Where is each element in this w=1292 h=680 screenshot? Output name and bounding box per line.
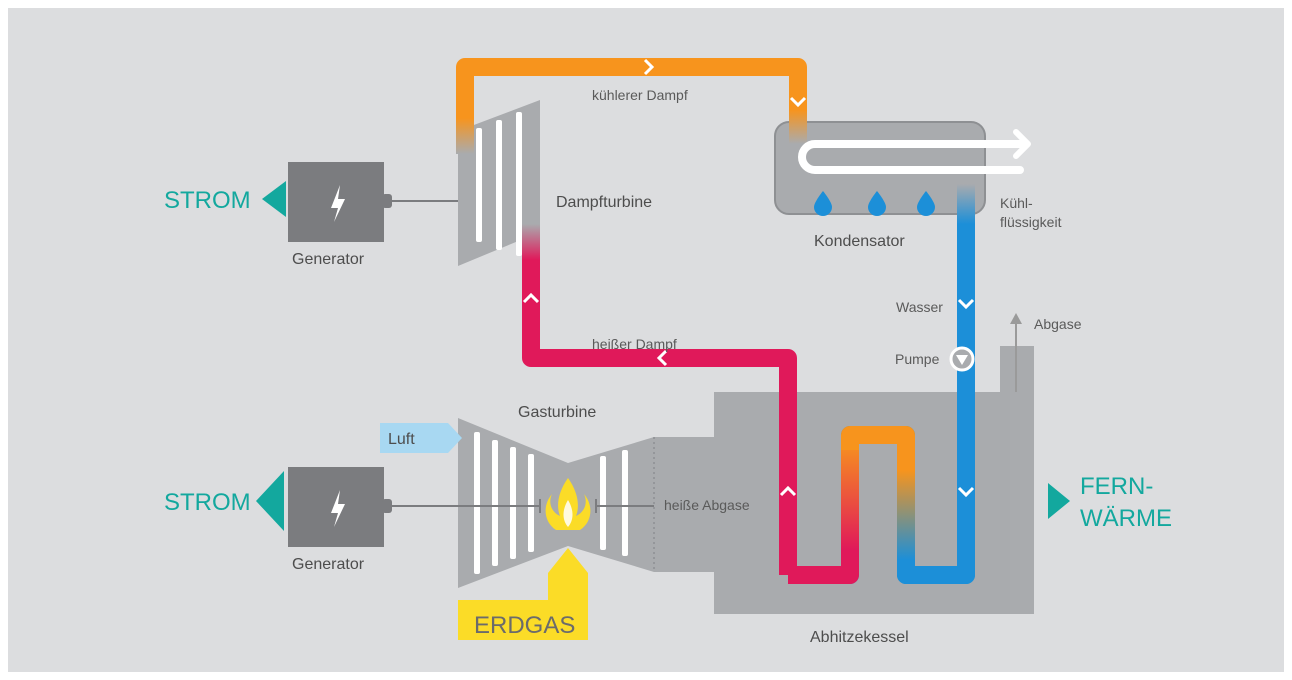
kuehlfluessigkeit-label-2: flüssigkeit xyxy=(1000,214,1062,230)
pipe-coil-top xyxy=(841,426,915,480)
generator-bottom-label: Generator xyxy=(292,556,365,573)
pipe-coil-bottom-right xyxy=(897,380,975,584)
luft-label: Luft xyxy=(388,431,415,448)
fernwaerme-label-2: WÄRME xyxy=(1080,505,1172,532)
luft-arrow xyxy=(380,423,462,453)
gasturbine-label: Gasturbine xyxy=(518,404,596,421)
generator-bottom-coupling xyxy=(382,499,392,513)
kuehlerer-dampf-label: kühlerer Dampf xyxy=(592,87,688,103)
flame-icon-inner xyxy=(563,500,573,527)
fernwaerme-label-1: FERN- xyxy=(1080,473,1153,500)
kuehlfluessigkeit-arrow-head xyxy=(1013,129,1031,159)
kuehlfluessigkeit-loop xyxy=(798,140,1024,174)
pumpe-label: Pumpe xyxy=(895,351,940,367)
heisser-dampf-label: heißer Dampf xyxy=(592,336,677,352)
pipe-turbine-inlet-gradient xyxy=(456,118,474,154)
strom-top-label: STROM xyxy=(164,187,251,214)
abgase-label: Abgase xyxy=(1034,316,1082,332)
pipe-kuehlerer-dampf xyxy=(456,58,807,134)
strom-bottom-arrow-icon xyxy=(256,471,284,531)
pipe-coil-mid-gradient xyxy=(841,440,859,550)
lightning-icon xyxy=(331,490,345,527)
pipe-condenser-inlet-gradient xyxy=(789,110,807,144)
lightning-icon xyxy=(331,185,345,222)
strom-bottom-label: STROM xyxy=(164,489,251,516)
flow-chevrons xyxy=(522,58,975,498)
generator-top-label: Generator xyxy=(292,251,365,268)
wasser-label: Wasser xyxy=(896,299,943,315)
pump-icon-triangle xyxy=(956,355,968,365)
fernwaerme-arrow-icon xyxy=(1048,483,1070,519)
pipe-condenser-outlet-gradient xyxy=(957,184,975,224)
pipe-coil-right-gradient xyxy=(897,470,915,560)
water-drop-icon xyxy=(814,191,935,216)
pipe-turbine-outlet-gradient xyxy=(522,224,540,260)
kuehlfluessigkeit-label-1: Kühl- xyxy=(1000,195,1033,211)
heisse-abgase-label: heiße Abgase xyxy=(664,497,750,513)
erdgas-label: ERDGAS xyxy=(474,612,575,639)
erdgas-inlet xyxy=(458,548,588,640)
strom-top-arrow-icon xyxy=(262,181,286,217)
dampfturbine-label: Dampfturbine xyxy=(556,194,652,211)
gasturbine-blades xyxy=(474,432,628,574)
abhitzekessel-label: Abhitzekessel xyxy=(810,629,909,646)
dampfturbine-blades xyxy=(476,112,522,256)
generator-top-coupling xyxy=(382,194,392,208)
abgase-arrow-head xyxy=(1010,313,1022,324)
kondensator-label: Kondensator xyxy=(814,233,905,250)
